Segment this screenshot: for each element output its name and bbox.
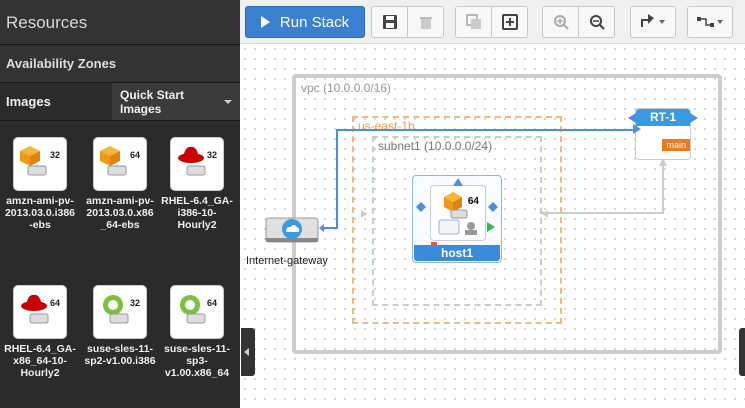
- port-right-icon[interactable]: [690, 113, 698, 123]
- ami-tile[interactable]: 32: [170, 137, 224, 191]
- ami-tile[interactable]: 64: [93, 137, 147, 191]
- subnet-label: subnet1 (10.0.0.0/24): [378, 139, 493, 153]
- ami-label: RHEL-6.4_GA-i386-10-Hourly2: [161, 195, 233, 231]
- design-canvas[interactable]: vpc (10.0.0.0/16) us-east-1b subnet1 (10…: [240, 44, 745, 408]
- host-label: host1: [414, 245, 500, 261]
- route-table[interactable]: RT-1 main: [628, 108, 698, 160]
- ami-label: amzn-ami-pv-2013.03.0.x86_64-ebs: [86, 195, 154, 231]
- ami-label: RHEL-6.4_GA-x86_64-10-Hourly2: [4, 343, 76, 379]
- internet-gateway-icon[interactable]: [265, 212, 319, 252]
- ami-tile[interactable]: 32: [93, 285, 147, 339]
- vpc-label: vpc (10.0.0.0/16): [301, 81, 392, 95]
- chevron-down-icon: [224, 99, 232, 104]
- availability-zones-section[interactable]: Availability Zones: [0, 45, 240, 83]
- ami-tile[interactable]: 32: [13, 137, 67, 191]
- status-indicator: [431, 242, 437, 246]
- ami-label: amzn-ami-pv-2013.03.0.i386-ebs: [4, 195, 76, 231]
- resources-panel: Resources Availability Zones Images Quic…: [0, 0, 240, 408]
- share-icon: [641, 14, 665, 27]
- plus-square-icon: [501, 14, 518, 30]
- ami-bits: 64: [206, 298, 217, 308]
- images-tabs: Images Quick Start Images: [0, 83, 240, 121]
- add-button[interactable]: [491, 6, 528, 38]
- duplicate-icon: [465, 14, 481, 29]
- port-top-icon[interactable]: [453, 178, 463, 186]
- redhat-icon: [178, 146, 206, 176]
- ami-item[interactable]: 64 suse-sles-11-sp3-v1.00.x86_64: [161, 285, 233, 379]
- connector-icon: [697, 17, 723, 27]
- ami-item[interactable]: 32 amzn-ami-pv-2013.03.0.i386-ebs: [4, 137, 76, 231]
- quickstart-images-label: Quick Start Images: [120, 87, 185, 116]
- ami-bits: 32: [129, 298, 140, 308]
- duplicate-button[interactable]: [455, 6, 492, 38]
- suse-icon: [180, 295, 206, 324]
- redhat-icon: [21, 294, 49, 324]
- export-button[interactable]: [630, 6, 676, 38]
- ami-bits: 32: [206, 150, 217, 160]
- trash-icon: [419, 17, 432, 29]
- host-bits: 64: [467, 196, 479, 207]
- ami-item[interactable]: 64 RHEL-6.4_GA-x86_64-10-Hourly2: [4, 285, 76, 379]
- port-left-icon[interactable]: [416, 202, 426, 212]
- zoom-out-button[interactable]: [578, 6, 615, 38]
- delete-button[interactable]: [407, 6, 444, 38]
- run-stack-label: Run Stack: [279, 13, 350, 31]
- tab-images[interactable]: Images: [0, 83, 112, 120]
- ami-label: suse-sles-11-sp2-v1.00.i386: [84, 343, 156, 367]
- save-icon: [382, 15, 397, 29]
- port-out-icon[interactable]: [487, 222, 495, 232]
- run-stack-button[interactable]: Run Stack: [245, 6, 365, 38]
- ami-bits: 64: [49, 298, 60, 308]
- port-in-icon[interactable]: [633, 124, 641, 134]
- port-left-icon[interactable]: [628, 113, 636, 123]
- ami-tile[interactable]: 64: [170, 285, 224, 339]
- zoom-out-icon: [589, 15, 605, 30]
- subnet-group[interactable]: subnet1 (10.0.0.0/24): [372, 136, 542, 306]
- resources-title: Resources: [0, 0, 240, 45]
- zoom-in-icon: [553, 15, 569, 30]
- suse-icon: [103, 295, 129, 324]
- amazon-icon: [100, 146, 127, 176]
- route-table-title: RT-1: [636, 109, 690, 126]
- quickstart-images-dropdown[interactable]: Quick Start Images: [112, 83, 240, 120]
- main-badge: main: [662, 139, 690, 151]
- save-button[interactable]: [371, 6, 408, 38]
- internet-gateway-label: Internet-gateway: [246, 255, 328, 267]
- chevron-left-icon: [244, 348, 249, 356]
- ami-item[interactable]: 64 amzn-ami-pv-2013.03.0.x86_64-ebs: [84, 137, 156, 231]
- expand-panel-handle[interactable]: [739, 328, 745, 376]
- ami-bits: 64: [129, 150, 140, 160]
- toolbar: Run Stack: [240, 0, 745, 44]
- host-instance[interactable]: 64 host1: [412, 175, 502, 263]
- ami-bits: 32: [49, 150, 60, 160]
- ami-label: suse-sles-11-sp3-v1.00.x86_64: [164, 343, 230, 379]
- collapse-sidebar-handle[interactable]: [241, 328, 255, 376]
- connection-lines: [319, 129, 667, 232]
- vpc-group[interactable]: vpc (10.0.0.0/16): [292, 74, 722, 354]
- ami-tile[interactable]: 64: [13, 285, 67, 339]
- amazon-icon: [20, 146, 47, 176]
- amazon-icon: [438, 192, 477, 235]
- port-right-icon[interactable]: [488, 202, 498, 212]
- play-icon: [260, 16, 270, 28]
- line-style-button[interactable]: [687, 6, 733, 38]
- ami-item[interactable]: 32 suse-sles-11-sp2-v1.00.i386: [84, 285, 156, 367]
- host-tile: 64: [430, 185, 486, 241]
- zoom-in-button[interactable]: [542, 6, 579, 38]
- ami-item[interactable]: 32 RHEL-6.4_GA-i386-10-Hourly2: [161, 137, 233, 231]
